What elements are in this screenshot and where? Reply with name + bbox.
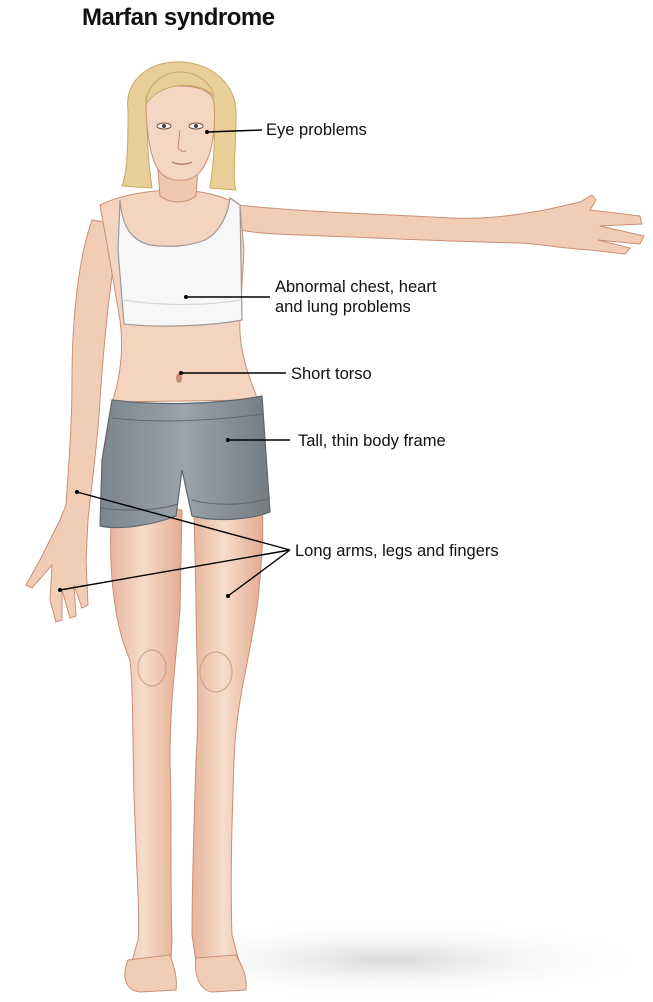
label-eye-problems: Eye problems bbox=[266, 120, 367, 140]
label-limbs-text: Long arms, legs and fingers bbox=[295, 541, 499, 561]
left-leg bbox=[111, 500, 182, 978]
left-foot bbox=[125, 955, 177, 992]
shorts bbox=[100, 396, 270, 528]
leader-dot-frame bbox=[226, 438, 230, 442]
extended-arm bbox=[238, 195, 644, 254]
label-frame-text: Tall, thin body frame bbox=[298, 431, 446, 451]
label-torso-text: Short torso bbox=[291, 364, 372, 384]
leader-dot-torso bbox=[179, 371, 183, 375]
face bbox=[146, 86, 214, 180]
label-tall-thin-frame: Tall, thin body frame bbox=[298, 431, 446, 451]
label-eye-text: Eye problems bbox=[266, 120, 367, 140]
label-long-limbs: Long arms, legs and fingers bbox=[295, 541, 499, 561]
leader-dot-arm bbox=[75, 490, 79, 494]
hanging-arm bbox=[26, 220, 120, 622]
label-chest-line2: and lung problems bbox=[275, 297, 436, 317]
leader-dot-eye bbox=[205, 130, 209, 134]
label-short-torso: Short torso bbox=[291, 364, 372, 384]
leader-dot-finger bbox=[58, 588, 62, 592]
leader-dot-leg bbox=[226, 594, 230, 598]
right-foot bbox=[196, 955, 247, 992]
right-leg bbox=[192, 505, 263, 975]
leader-dot-chest bbox=[184, 295, 188, 299]
diagram-title: Marfan syndrome bbox=[82, 4, 275, 32]
label-chest-line1: Abnormal chest, heart bbox=[275, 277, 436, 297]
label-chest-problems: Abnormal chest, heart and lung problems bbox=[275, 277, 436, 317]
